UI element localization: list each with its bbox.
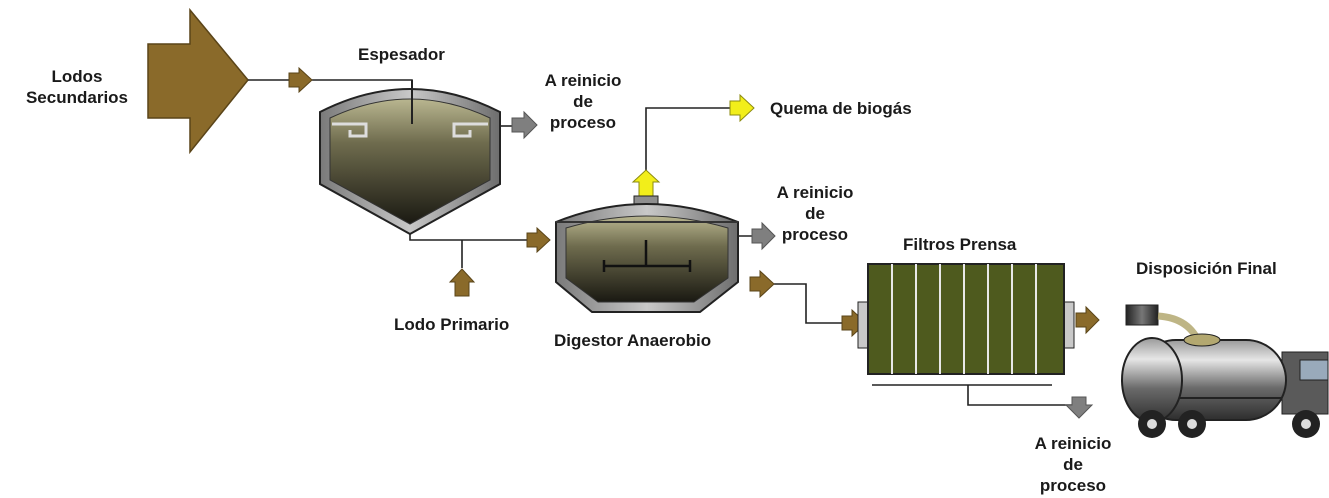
truck-icon bbox=[1121, 304, 1329, 438]
small-arrows bbox=[288, 66, 1100, 419]
label-filtros-prensa: Filtros Prensa bbox=[903, 235, 1017, 254]
arrow-biogas-up bbox=[631, 169, 661, 197]
digestor-tank bbox=[555, 195, 739, 313]
label-reinicio-digestor: A reinicio de proceso bbox=[776, 183, 854, 244]
label-lodos-secundarios: Lodos Secundarios bbox=[25, 67, 129, 107]
arrow-quema-biogas bbox=[729, 93, 755, 123]
label-espesador: Espesador bbox=[358, 45, 445, 64]
label-reinicio-espesador: A reinicio de proceso bbox=[544, 71, 622, 132]
espesador-tank bbox=[319, 80, 501, 236]
label-reinicio-filtros: A reinicio de proceso bbox=[1034, 434, 1112, 495]
arrow-espesador-reinicio bbox=[511, 110, 538, 140]
input-big-arrow bbox=[147, 7, 249, 155]
arrow-lodo-primario bbox=[448, 268, 476, 297]
arrow-digestor-reinicio bbox=[751, 221, 776, 251]
arrow-into-digestor bbox=[526, 226, 551, 254]
arrow-filtros-reinicio bbox=[1064, 396, 1094, 419]
label-digestor: Digestor Anaerobio bbox=[554, 331, 712, 350]
label-quema-biogas: Quema de biogás bbox=[770, 99, 912, 118]
filtros-prensa bbox=[857, 263, 1075, 375]
arrow-digestor-out bbox=[749, 269, 775, 299]
label-disposicion-final: Disposición Final bbox=[1136, 259, 1277, 278]
label-lodo-primario: Lodo Primario bbox=[394, 315, 510, 334]
arrow-into-espesador bbox=[288, 66, 313, 94]
arrow-filtros-out bbox=[1075, 305, 1100, 335]
